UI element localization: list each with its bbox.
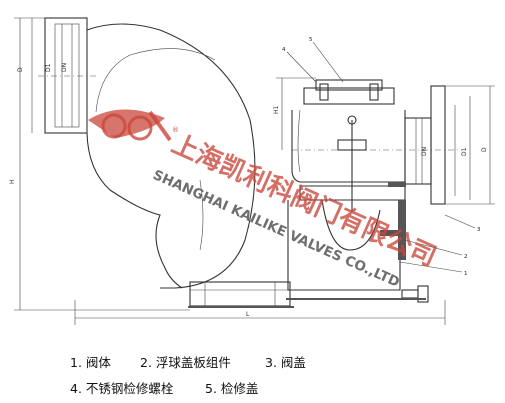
- legend-item-4: 4. 不锈钢检修螺栓: [70, 378, 173, 397]
- dimension-lines: [14, 17, 495, 325]
- callout-5: 5: [309, 37, 313, 43]
- dim-label-d1-left: D1: [45, 63, 52, 72]
- callout-4: 4: [282, 47, 286, 53]
- legend-item-1: 1. 阀体: [70, 352, 111, 371]
- callout-2: 2: [464, 254, 468, 260]
- dim-label-h: H: [9, 179, 16, 184]
- callout-1: 1: [464, 271, 468, 277]
- dim-label-d-right: D: [481, 147, 488, 152]
- legend-label: 检修盖: [220, 381, 259, 396]
- legend-num: 4.: [70, 381, 82, 396]
- legend-num: 1.: [70, 355, 82, 370]
- callout-3: 3: [477, 227, 481, 233]
- legend-item-5: 5. 检修盖: [205, 378, 258, 397]
- parts-legend: 1. 阀体 2. 浮球盖板组件 3. 阀盖 4. 不锈钢检修螺栓 5. 检修盖: [70, 352, 500, 400]
- dim-label-h1: H1: [273, 105, 280, 114]
- legend-num: 2.: [140, 355, 152, 370]
- legend-label: 阀体: [85, 355, 111, 370]
- legend-num: 5.: [205, 381, 217, 396]
- dim-label-l: L: [246, 311, 250, 318]
- right-section-view: [286, 79, 460, 303]
- legend-item-2: 2. 浮球盖板组件: [140, 352, 231, 371]
- dim-label-d1-right: D1: [461, 147, 468, 156]
- legend-label: 阀盖: [280, 355, 306, 370]
- registered-mark-icon: ®: [172, 126, 179, 134]
- legend-item-3: 3. 阀盖: [265, 352, 306, 371]
- legend-label: 浮球盖板组件: [155, 355, 231, 370]
- dim-label-d-left: D: [17, 67, 24, 72]
- company-watermark: 上海凯利科阀门有限公司 SHANGHAI KAILIKE VALVES CO.,…: [150, 126, 440, 291]
- legend-num: 3.: [265, 355, 277, 370]
- legend-label: 不锈钢检修螺栓: [85, 381, 174, 396]
- dim-label-dn-left: DN: [61, 63, 68, 72]
- left-side-view: [38, 17, 294, 308]
- dim-label-dn-right: DN: [421, 147, 428, 156]
